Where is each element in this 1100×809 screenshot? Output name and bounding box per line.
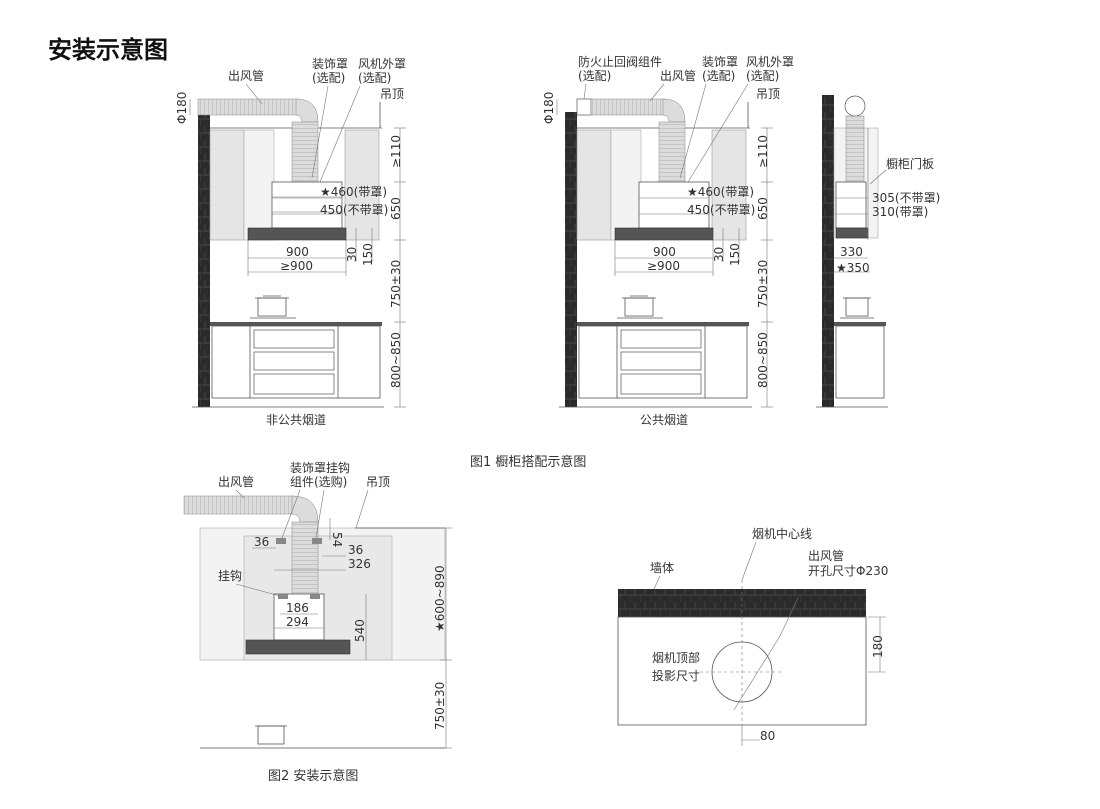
fig3-label-hole: 开孔尺寸Φ230 bbox=[808, 564, 888, 578]
dim-h150-r: 150 bbox=[728, 243, 742, 266]
fig3-label-proj2: 投影尺寸 bbox=[652, 668, 700, 683]
dim-h30-r: 30 bbox=[712, 247, 726, 262]
fig3-panel: 180 80 烟机中心线 墙体 出风管 开孔尺寸Φ230 烟机顶部 投影尺寸 bbox=[617, 526, 888, 746]
hood-panel bbox=[247, 227, 347, 241]
fig1-left-panel: Φ180 ≥110 650 750±30 800~850 bbox=[175, 57, 406, 427]
dim-h30: 30 bbox=[345, 247, 359, 262]
fig2-duct bbox=[183, 495, 295, 515]
label-outlet-r: 出风管 bbox=[660, 68, 696, 83]
countertop bbox=[210, 322, 382, 326]
dim-h650-r: 650 bbox=[756, 197, 770, 220]
dim-h110: ≥110 bbox=[389, 135, 403, 168]
fig2-caption: 图2 安装示意图 bbox=[268, 768, 358, 784]
upper-cabinet-right bbox=[344, 129, 380, 241]
label-firevalve: 防火止回阀组件 bbox=[578, 54, 662, 69]
page-title: 安装示意图 bbox=[48, 36, 168, 64]
label-cover-opt: (选配) bbox=[312, 71, 345, 85]
fig3-dim-80: 80 bbox=[760, 729, 775, 743]
base-cabinet bbox=[211, 325, 381, 399]
dim-d460: ★460(带罩) bbox=[320, 185, 387, 199]
fig2-label-hook: 挂钩 bbox=[218, 569, 242, 583]
fig3-label-proj1: 烟机顶部 bbox=[652, 650, 700, 665]
dim-d330: 330 bbox=[840, 245, 863, 259]
caption-right: 公共烟道 bbox=[640, 413, 688, 427]
upper-cabinet-mid bbox=[243, 129, 275, 241]
label-door: 橱柜门板 bbox=[886, 156, 934, 171]
dim-h800: 800~850 bbox=[389, 332, 403, 388]
wall-brick-r bbox=[565, 112, 577, 407]
dim-d310: 310(带罩) bbox=[872, 205, 928, 219]
caption-left: 非公共烟道 bbox=[266, 413, 326, 427]
label-cover-r: 装饰罩 bbox=[702, 55, 738, 69]
fig2-dim-294: 294 bbox=[286, 615, 309, 629]
fig2-dim-326: 326 bbox=[348, 557, 371, 571]
dim-h750: 750±30 bbox=[389, 260, 403, 308]
fig2-label-hook-assy: 装饰罩挂钩 bbox=[290, 461, 350, 475]
dim-phi: Φ180 bbox=[175, 92, 189, 124]
fig2-label-outlet: 出风管 bbox=[218, 474, 254, 489]
duct-elbow bbox=[295, 98, 319, 123]
dim-h110-r: ≥110 bbox=[756, 135, 770, 168]
label-outer-r: 风机外罩 bbox=[746, 55, 794, 69]
fig2-label-hook-assy2: 组件(选购) bbox=[290, 474, 347, 489]
fig2-dim-600: ★600~890 bbox=[433, 565, 447, 632]
fig2-label-ceiling: 吊顶 bbox=[366, 475, 390, 489]
duct-circle bbox=[844, 95, 866, 117]
label-outer-opt-r: (选配) bbox=[746, 69, 779, 83]
wall-brick bbox=[198, 112, 210, 407]
label-cover: 装饰罩 bbox=[312, 57, 348, 71]
hood-body bbox=[271, 181, 343, 229]
dim-d450-r: 450(不带罩) bbox=[687, 203, 755, 217]
fig2-dim-750: 750±30 bbox=[433, 682, 447, 730]
fig2-dim-186: 186 bbox=[286, 601, 309, 615]
fig3-hole bbox=[711, 641, 773, 703]
dim-h750-r: 750±30 bbox=[756, 260, 770, 308]
fig2-panel: 36 54 36 326 186 294 540 ★600~890 750±30… bbox=[183, 461, 452, 749]
fig3-label-wall: 墙体 bbox=[650, 561, 674, 575]
fig2-dim-540: 540 bbox=[353, 619, 367, 642]
outlet-duct bbox=[197, 98, 299, 116]
fig3-label-centerline: 烟机中心线 bbox=[752, 526, 812, 541]
fig1-right-panel: Φ180 ≥110 650 750±30 800~850 900 ≥900 30 bbox=[542, 54, 794, 427]
label-outlet: 出风管 bbox=[228, 68, 264, 83]
fig1-side-panel: 橱柜门板 305(不带罩) 310(带罩) 330 ★350 bbox=[816, 95, 940, 408]
label-outer: 风机外罩 bbox=[358, 57, 406, 71]
fig3-label-outlet: 出风管 bbox=[808, 548, 844, 563]
fire-valve bbox=[576, 98, 592, 116]
dim-h800-r: 800~850 bbox=[756, 332, 770, 388]
dim-w900-r: 900 bbox=[653, 245, 676, 259]
dim-w900: 900 bbox=[286, 245, 309, 259]
dim-phi-r: Φ180 bbox=[542, 92, 556, 124]
dim-d305: 305(不带罩) bbox=[872, 191, 940, 205]
label-ceiling-r: 吊顶 bbox=[756, 87, 780, 101]
label-cover-opt-r: (选配) bbox=[702, 69, 735, 83]
label-firevalve-opt: (选配) bbox=[578, 69, 611, 83]
label-outer-opt: (选配) bbox=[358, 71, 391, 85]
fig1-caption: 图1 橱柜搭配示意图 bbox=[470, 454, 586, 470]
pot bbox=[257, 297, 287, 317]
dim-w900b-r: ≥900 bbox=[647, 259, 680, 273]
fig2-dim-36a: 36 bbox=[254, 535, 269, 549]
dim-d350: ★350 bbox=[836, 261, 870, 275]
dim-w900b: ≥900 bbox=[280, 259, 313, 273]
dim-h650: 650 bbox=[389, 197, 403, 220]
upper-cabinet-left bbox=[209, 129, 245, 241]
dim-h150: 150 bbox=[361, 243, 375, 266]
dim-d460-r: ★460(带罩) bbox=[687, 185, 754, 199]
label-ceiling: 吊顶 bbox=[380, 87, 404, 101]
dim-d450: 450(不带罩) bbox=[320, 203, 388, 217]
wall-brick-side bbox=[822, 95, 834, 407]
fig3-dim-180: 180 bbox=[871, 635, 885, 658]
fig2-dim-54: 54 bbox=[330, 532, 344, 547]
fig2-dim-36b: 36 bbox=[348, 543, 363, 557]
